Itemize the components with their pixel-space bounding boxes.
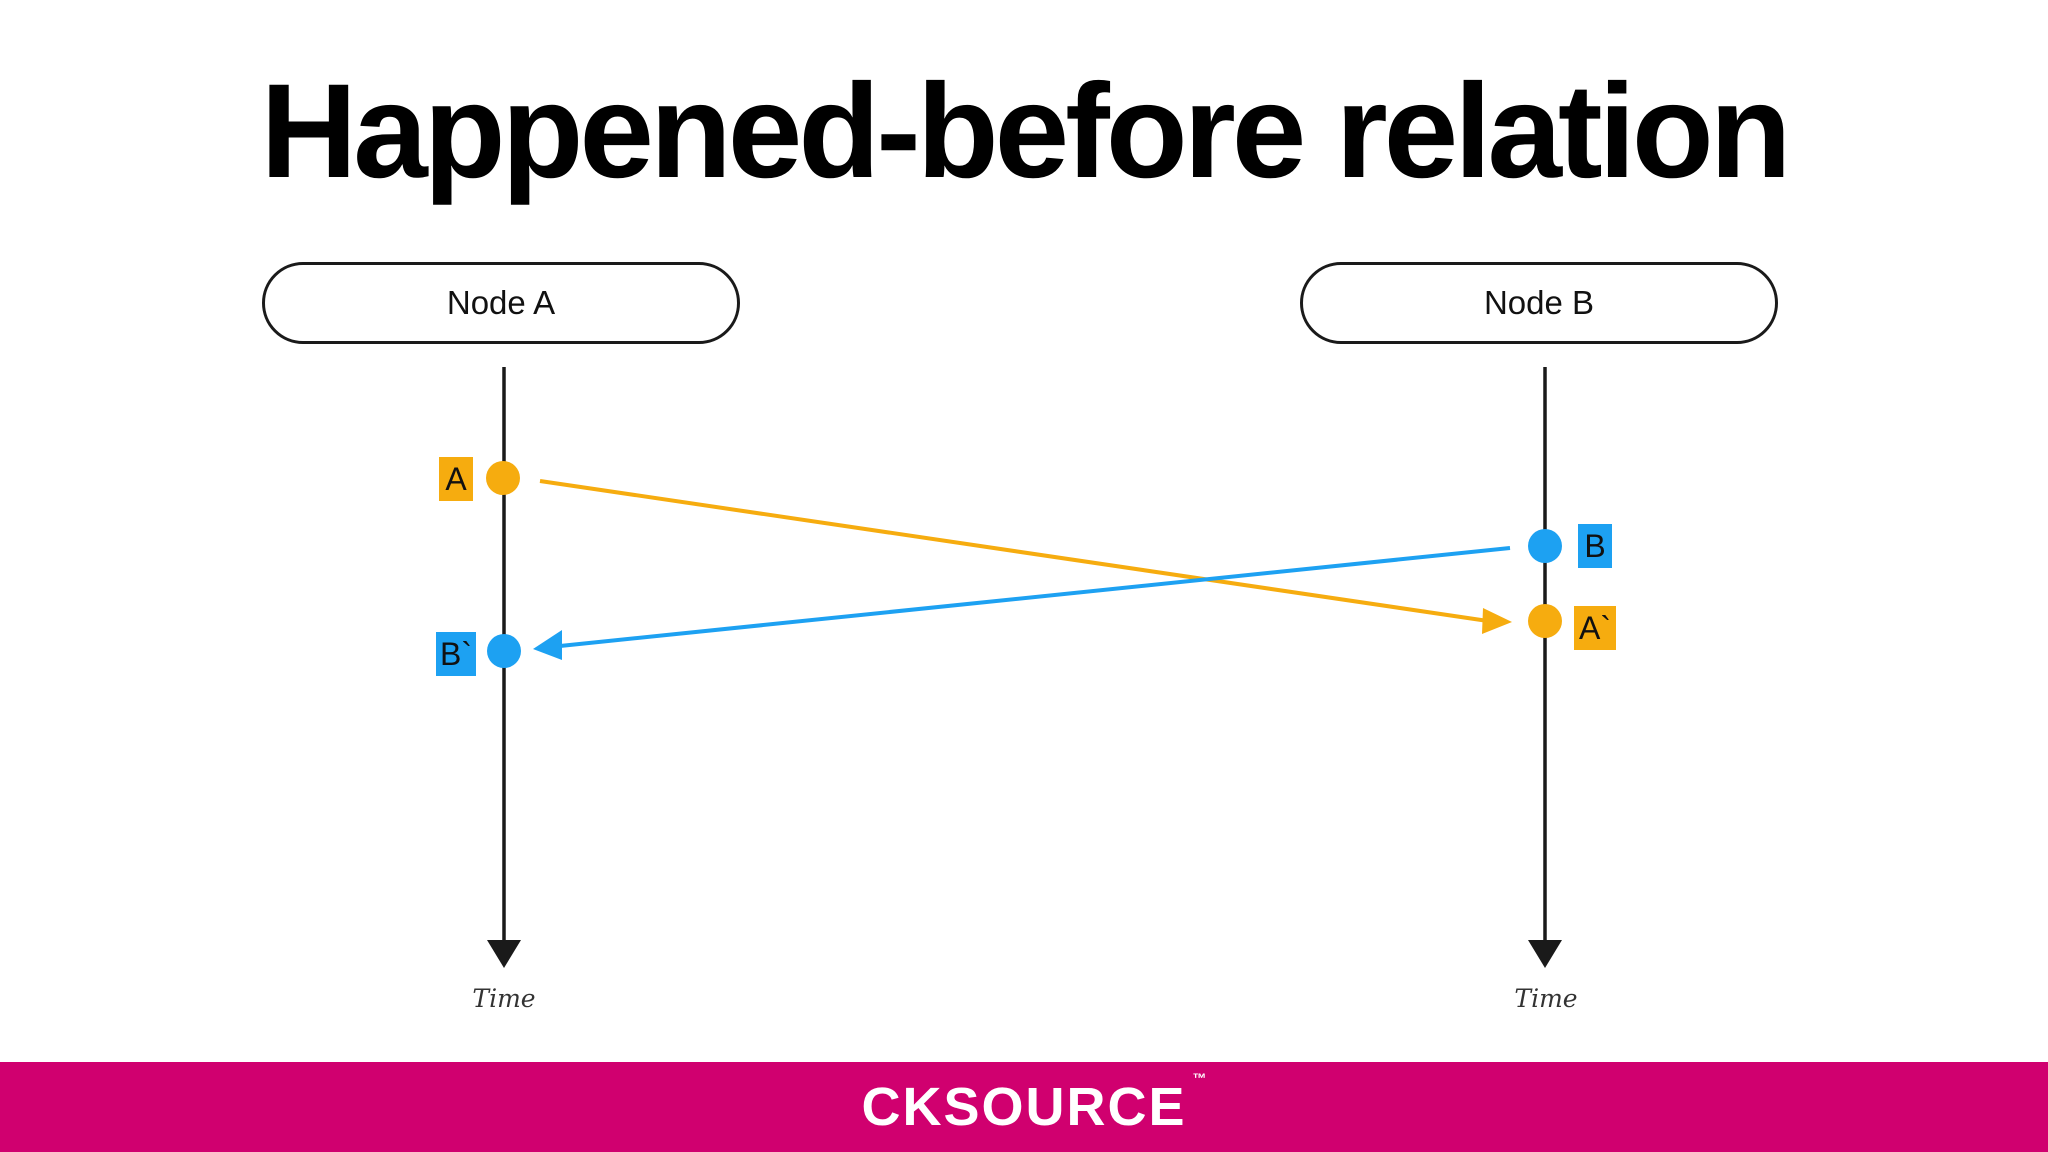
message-a-arrowhead [1482,608,1512,634]
footer-bar: CKSOURCE ™ [0,1062,2048,1152]
message-a-arrow [539,479,1489,623]
node-b-label: Node B [1483,284,1595,321]
node-b-time-arrowhead [1528,940,1562,968]
timeline-diagram [486,367,1562,968]
event-b-dot [1528,529,1562,563]
logo-text: CKSOURCE [861,1077,1187,1137]
node-b-time-label: Time [1514,984,1578,1013]
cksource-logo: CKSOURCE ™ [861,1070,1206,1138]
event-a-prime-dot [1528,604,1562,638]
message-b-arrowhead [533,630,562,660]
node-b-box: Node B [1300,262,1778,344]
node-a-time-arrowhead [487,940,521,968]
node-a-box: Node A [262,262,740,344]
event-b-prime-tag: B` [436,632,476,676]
node-a-label: Node A [446,284,556,321]
node-a-time-label: Time [472,984,536,1013]
event-a-dot [486,461,520,495]
event-a-prime-tag: A` [1574,606,1616,650]
message-b-arrow [559,546,1511,648]
page-title: Happened-before relation [260,57,1791,206]
event-b-prime-dot [487,634,521,668]
trademark-mark: ™ [1192,1070,1209,1086]
event-b-tag: B [1578,524,1612,568]
event-a-tag: A [439,457,473,501]
